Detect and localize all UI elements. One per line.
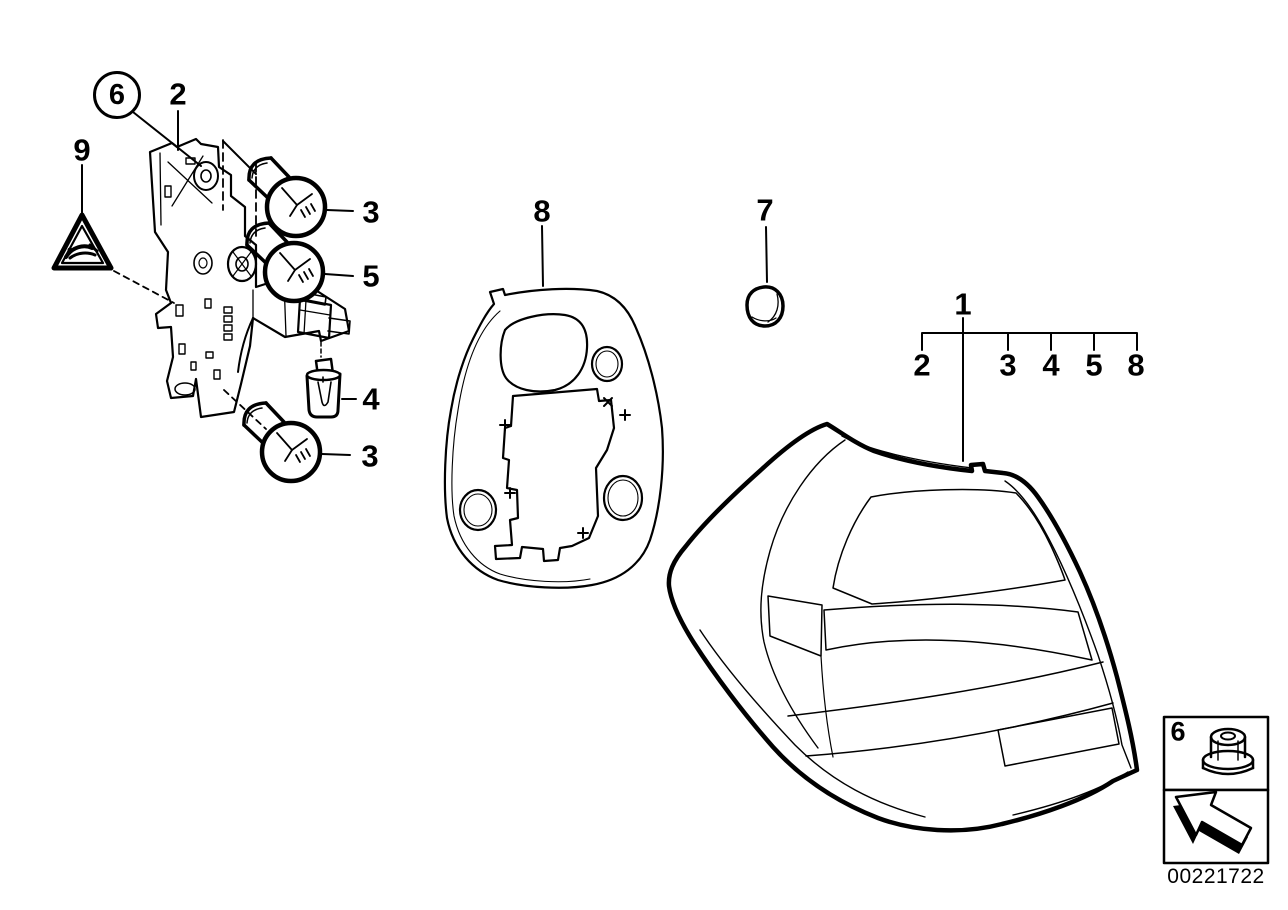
callout-5: 5 xyxy=(362,258,380,294)
legend-box-top xyxy=(1162,715,1270,792)
grommet-cap-drawing xyxy=(745,285,785,328)
callout-circled-6: 6 xyxy=(93,71,141,119)
direction-arrow-icon xyxy=(1173,790,1253,854)
callout-ref-3: 3 xyxy=(999,347,1017,383)
callout-3-bottom: 3 xyxy=(361,438,379,474)
callout-ref-2: 2 xyxy=(913,347,931,383)
callout-8-gasket: 8 xyxy=(533,193,551,229)
callout-circled-6-label: 6 xyxy=(108,78,126,111)
bulb-drawing-4 xyxy=(305,357,342,419)
callout-7-cap: 7 xyxy=(756,192,774,228)
callout-ref-8: 8 xyxy=(1127,347,1145,383)
document-number: 00221722 xyxy=(1167,865,1265,888)
plastic-nut-icon xyxy=(1201,727,1255,776)
callout-9-warning: 9 xyxy=(73,132,91,168)
callout-4: 4 xyxy=(362,381,380,417)
callout-2-carrier: 2 xyxy=(169,76,187,112)
tail-light-drawing xyxy=(666,421,1140,833)
callout-ref-5: 5 xyxy=(1085,347,1103,383)
callout-ref-4: 4 xyxy=(1042,347,1060,383)
leader-lines xyxy=(81,110,1138,462)
callout-1-assembly: 1 xyxy=(954,286,972,322)
warning-triangle-icon xyxy=(51,212,114,271)
bulb-carrier-drawing xyxy=(148,137,351,419)
legend-item-6-label: 6 xyxy=(1170,716,1186,747)
gasket-drawing xyxy=(443,287,664,589)
bulb-drawing-bottom-3 xyxy=(244,403,320,481)
callout-3-top: 3 xyxy=(362,194,380,230)
